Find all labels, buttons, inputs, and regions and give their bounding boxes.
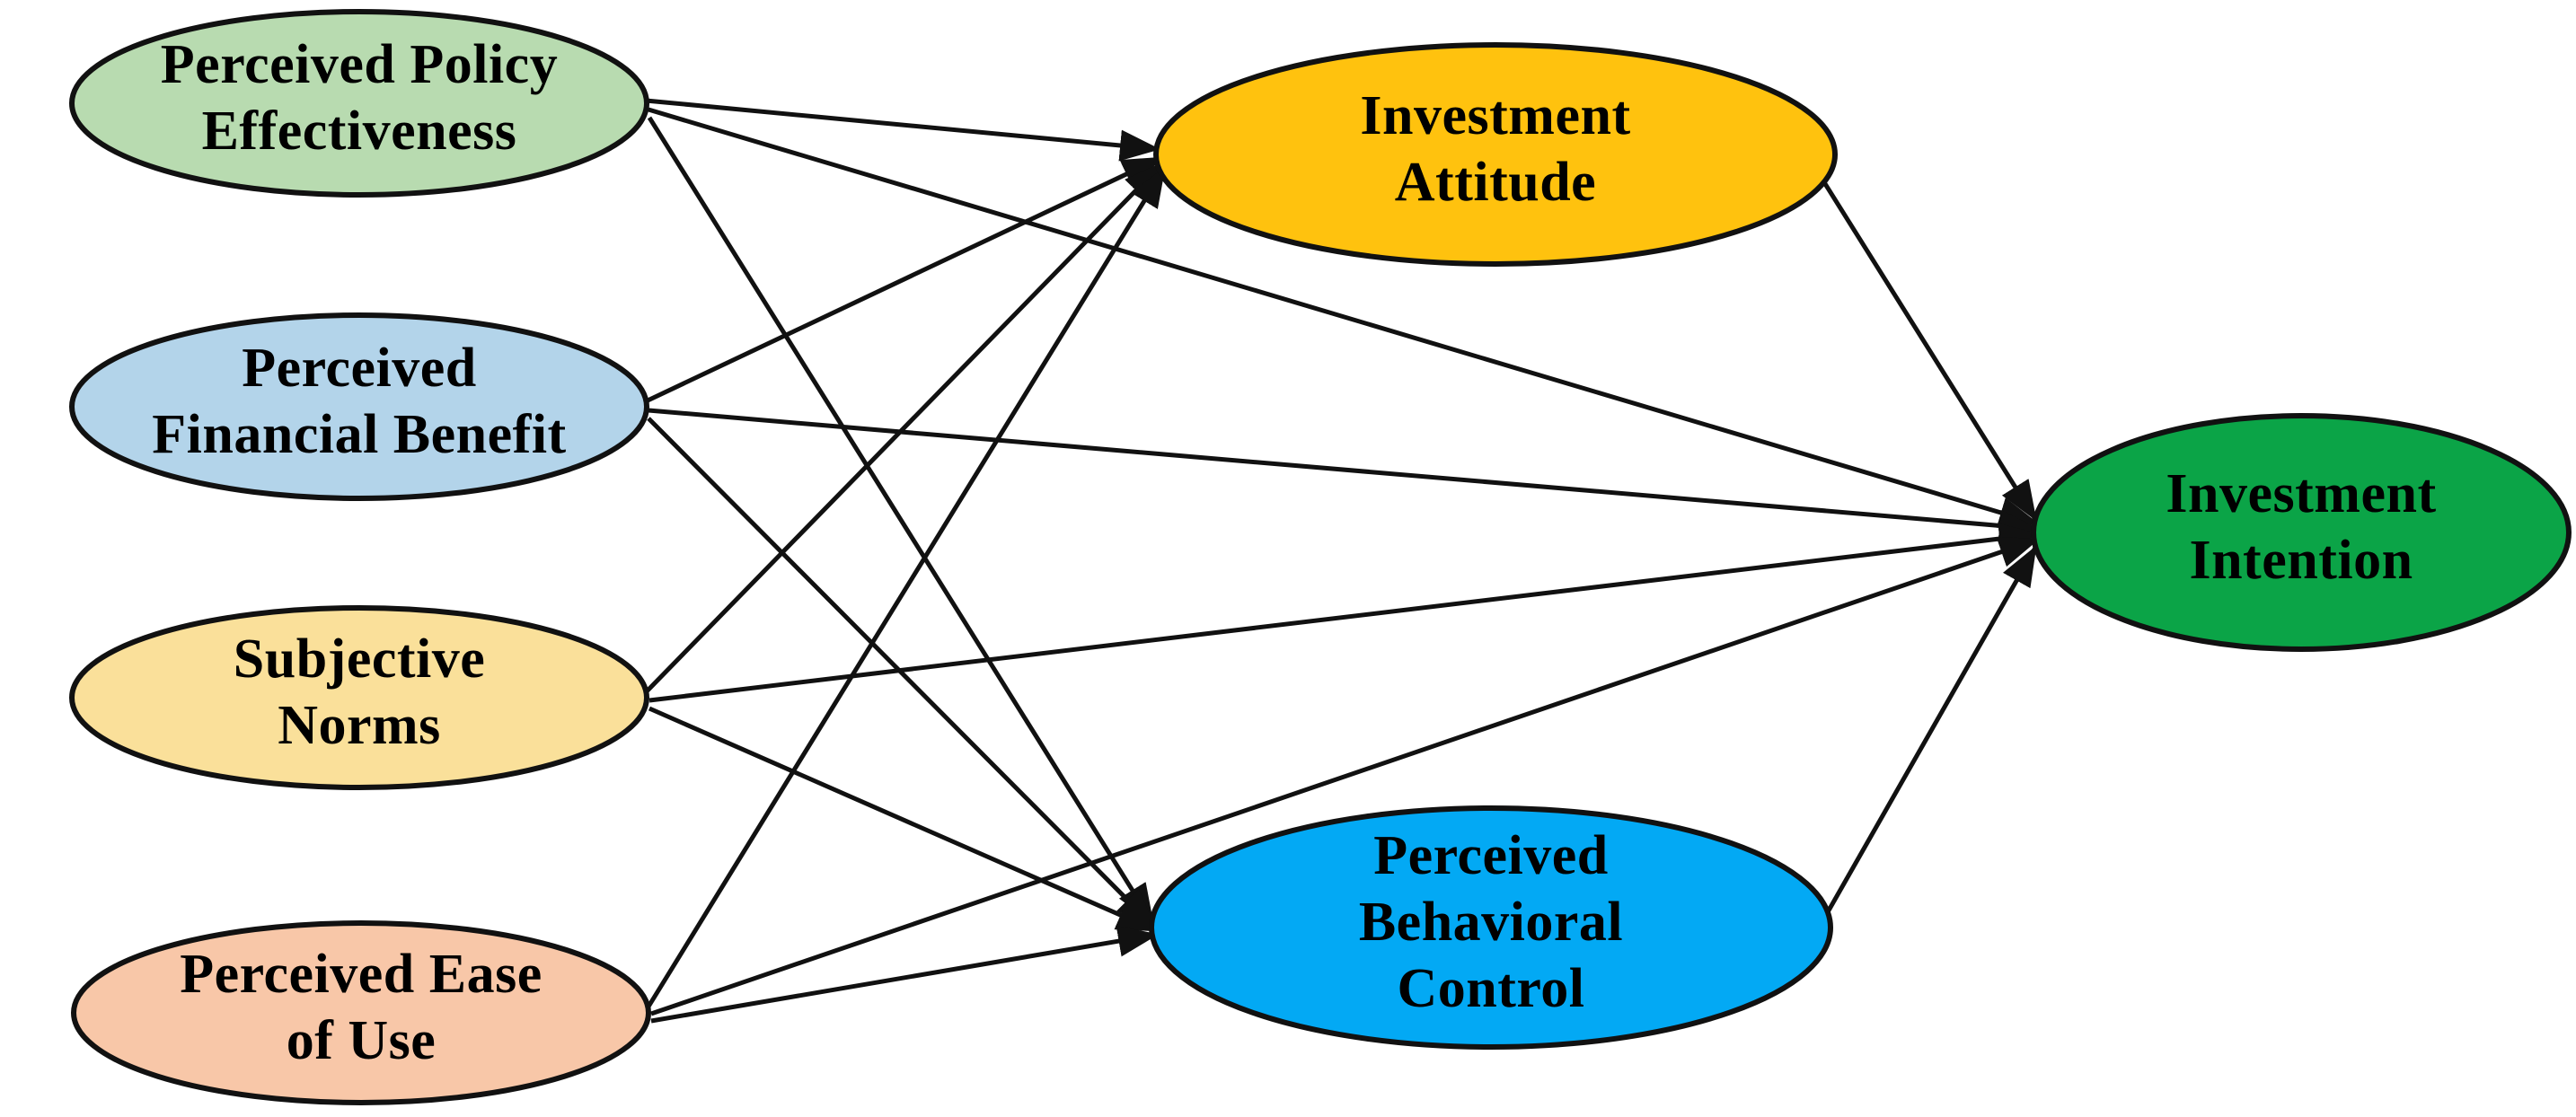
edge-sn-to-ia: [645, 161, 1165, 693]
edge-ia-to-ii: [1806, 156, 2038, 522]
node-shape-ppe: [69, 9, 649, 198]
edge-peou-to-ia: [646, 166, 1167, 1008]
edge-peou-to-pbc: [650, 925, 1159, 1024]
edge-ppe-to-pbc: [647, 116, 1155, 925]
edge-layer: [644, 98, 2040, 1024]
edge-ppe-to-ia: [645, 98, 1160, 162]
edge-sn-to-pbc: [648, 706, 1158, 933]
node-shape-pfb: [69, 312, 649, 501]
edge-peou-to-ii: [650, 537, 2040, 1016]
edge-ppe-to-ii: [648, 107, 2040, 528]
node-shape-pbc: [1149, 805, 1833, 1050]
edge-pbc-to-ii: [1815, 545, 2038, 931]
edge-pfb-to-ia: [644, 155, 1163, 404]
node-shape-ia: [1153, 42, 1838, 267]
edge-pfb-to-pbc: [647, 417, 1157, 929]
node-shape-peou: [71, 920, 651, 1105]
edge-pfb-to-ii: [648, 408, 2040, 541]
edge-sn-to-ii: [648, 523, 2040, 703]
node-shape-sn: [69, 605, 649, 790]
node-shape-ii: [2031, 413, 2572, 652]
